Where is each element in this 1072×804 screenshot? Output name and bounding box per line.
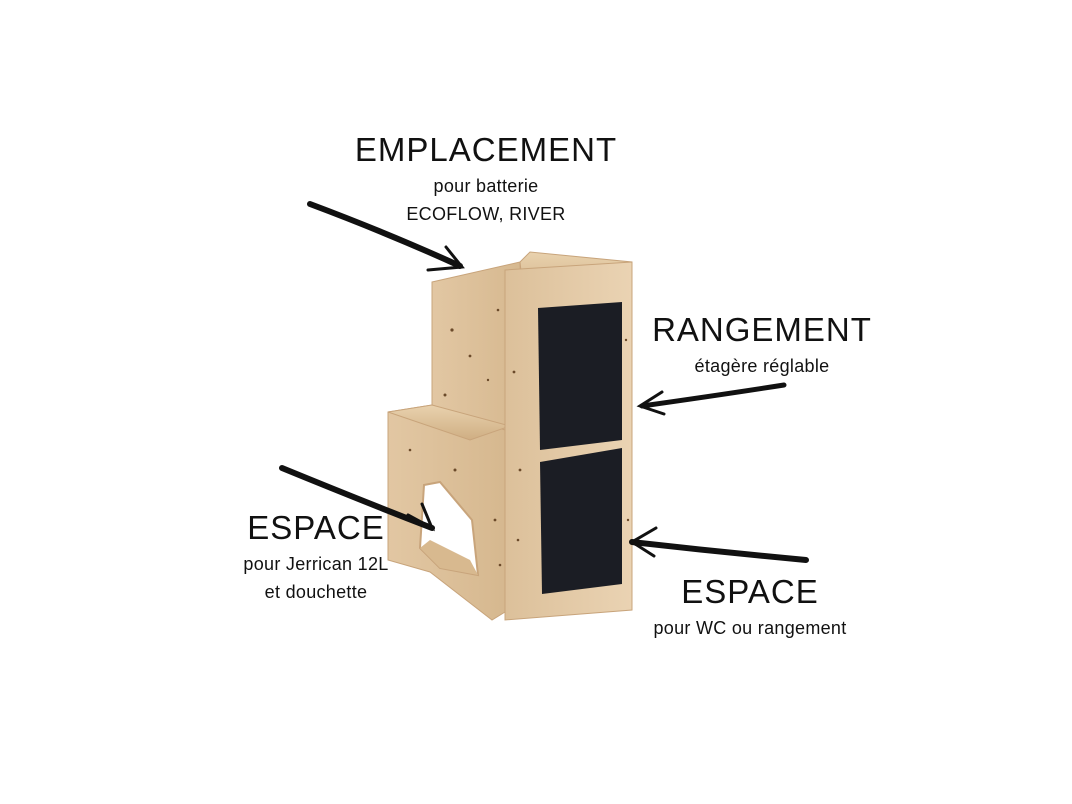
opening-floor (420, 540, 478, 575)
label-wc-title: ESPACE (681, 573, 819, 610)
label-storage: RANGEMENT étagère réglable (632, 311, 892, 380)
wooden-cabinet (387, 251, 633, 621)
arrow-storage (636, 382, 787, 416)
arrow-wc (629, 526, 809, 563)
label-battery-title: EMPLACEMENT (354, 131, 618, 168)
label-jerrican-line-1: pour Jerrican 12L (243, 554, 389, 575)
arrow-battery (307, 201, 465, 272)
label-wc-line-1: pour WC ou rangement (653, 618, 847, 639)
label-jerrican: ESPACE pour Jerrican 12L et douchette (206, 509, 426, 606)
label-battery-line-1: pour batterie (433, 176, 539, 197)
lower-door-panel (540, 448, 622, 594)
label-storage-title: RANGEMENT (652, 311, 872, 348)
arrows (279, 201, 809, 563)
label-battery: EMPLACEMENT pour batterie ECOFLOW, RIVER (336, 131, 636, 228)
label-jerrican-line-2: et douchette (264, 582, 368, 603)
upper-door-panel (538, 302, 622, 450)
label-storage-line-1: étagère réglable (694, 356, 830, 377)
label-wc: ESPACE pour WC ou rangement (610, 573, 890, 642)
label-battery-line-2: ECOFLOW, RIVER (406, 204, 566, 225)
arrow-jerrican (279, 465, 436, 532)
label-jerrican-title: ESPACE (247, 509, 385, 546)
wood-texture (408, 308, 630, 567)
